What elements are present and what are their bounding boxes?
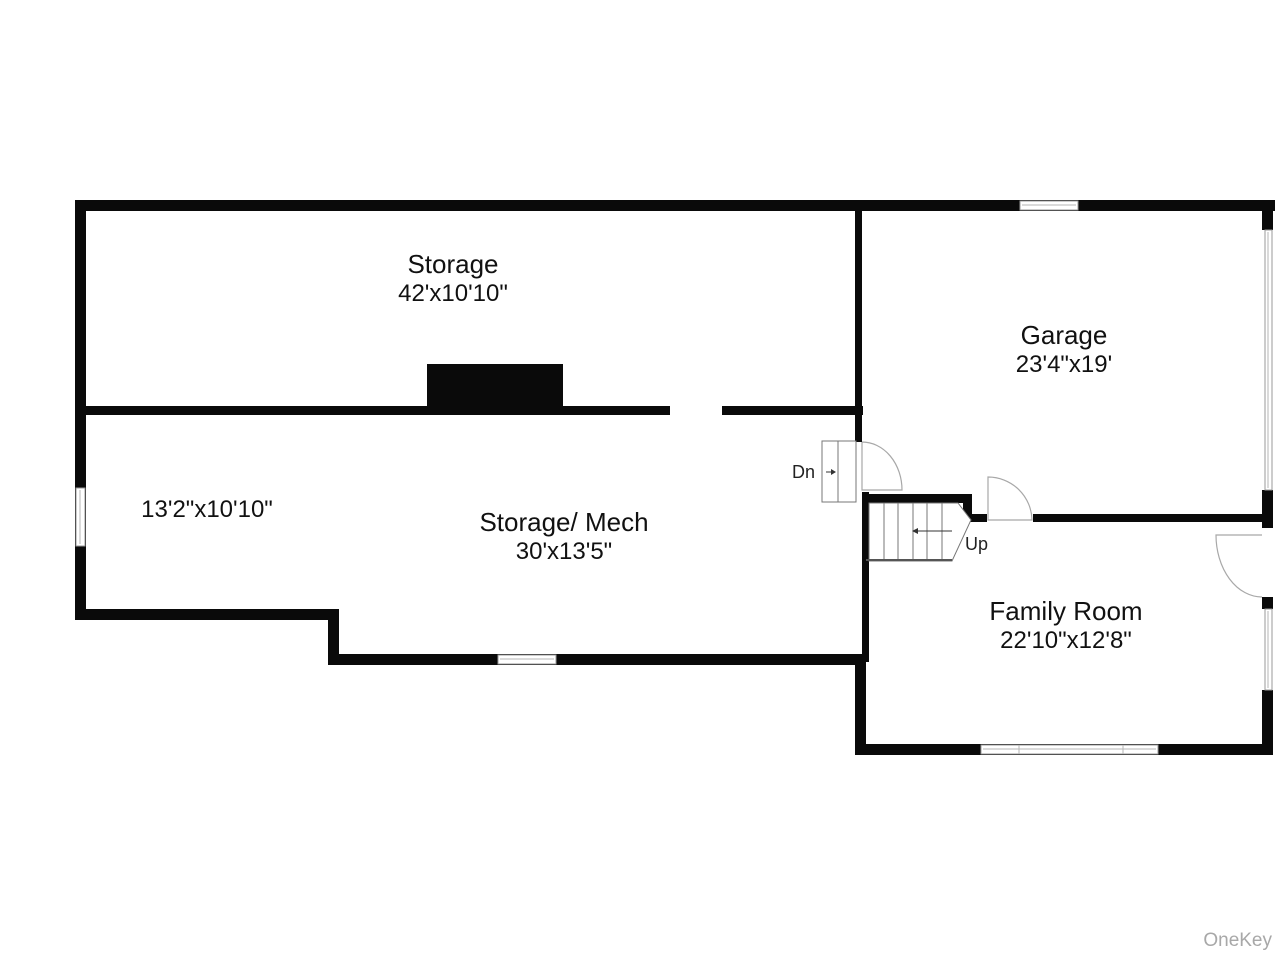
room-garage: Garage 23'4"x19' (1016, 320, 1112, 380)
exterior-walls (75, 200, 1275, 755)
room-name: Garage (1020, 320, 1108, 350)
room-dimensions: 13'2"x10'10" (141, 496, 273, 523)
room-storage-mech-alcove: 13'2"x10'10" (141, 495, 273, 525)
room-family-room: Family Room 22'10"x12'8" (989, 596, 1142, 656)
chimney (427, 364, 563, 412)
room-dimensions: 23'4"x19' (1015, 351, 1113, 378)
stairs (821, 440, 972, 562)
stairs-up-label: Up (965, 534, 989, 554)
room-name: Storage (407, 249, 499, 279)
room-dimensions: 42'x10'10" (398, 280, 508, 307)
room-storage-mech: Storage/ Mech 30'x13'5" (479, 507, 648, 567)
doors (861, 441, 1263, 598)
room-name: Family Room (989, 596, 1143, 626)
room-storage: Storage 42'x10'10" (398, 249, 508, 309)
interior-walls (86, 207, 1268, 662)
room-dimensions: 22'10"x12'8" (1000, 627, 1132, 654)
room-dimensions: 30'x13'5" (515, 538, 613, 565)
stairs-down-label: Dn (792, 462, 816, 482)
windows (75, 200, 1273, 755)
watermark: OneKey (1203, 930, 1272, 951)
room-name: Storage/ Mech (479, 507, 649, 537)
